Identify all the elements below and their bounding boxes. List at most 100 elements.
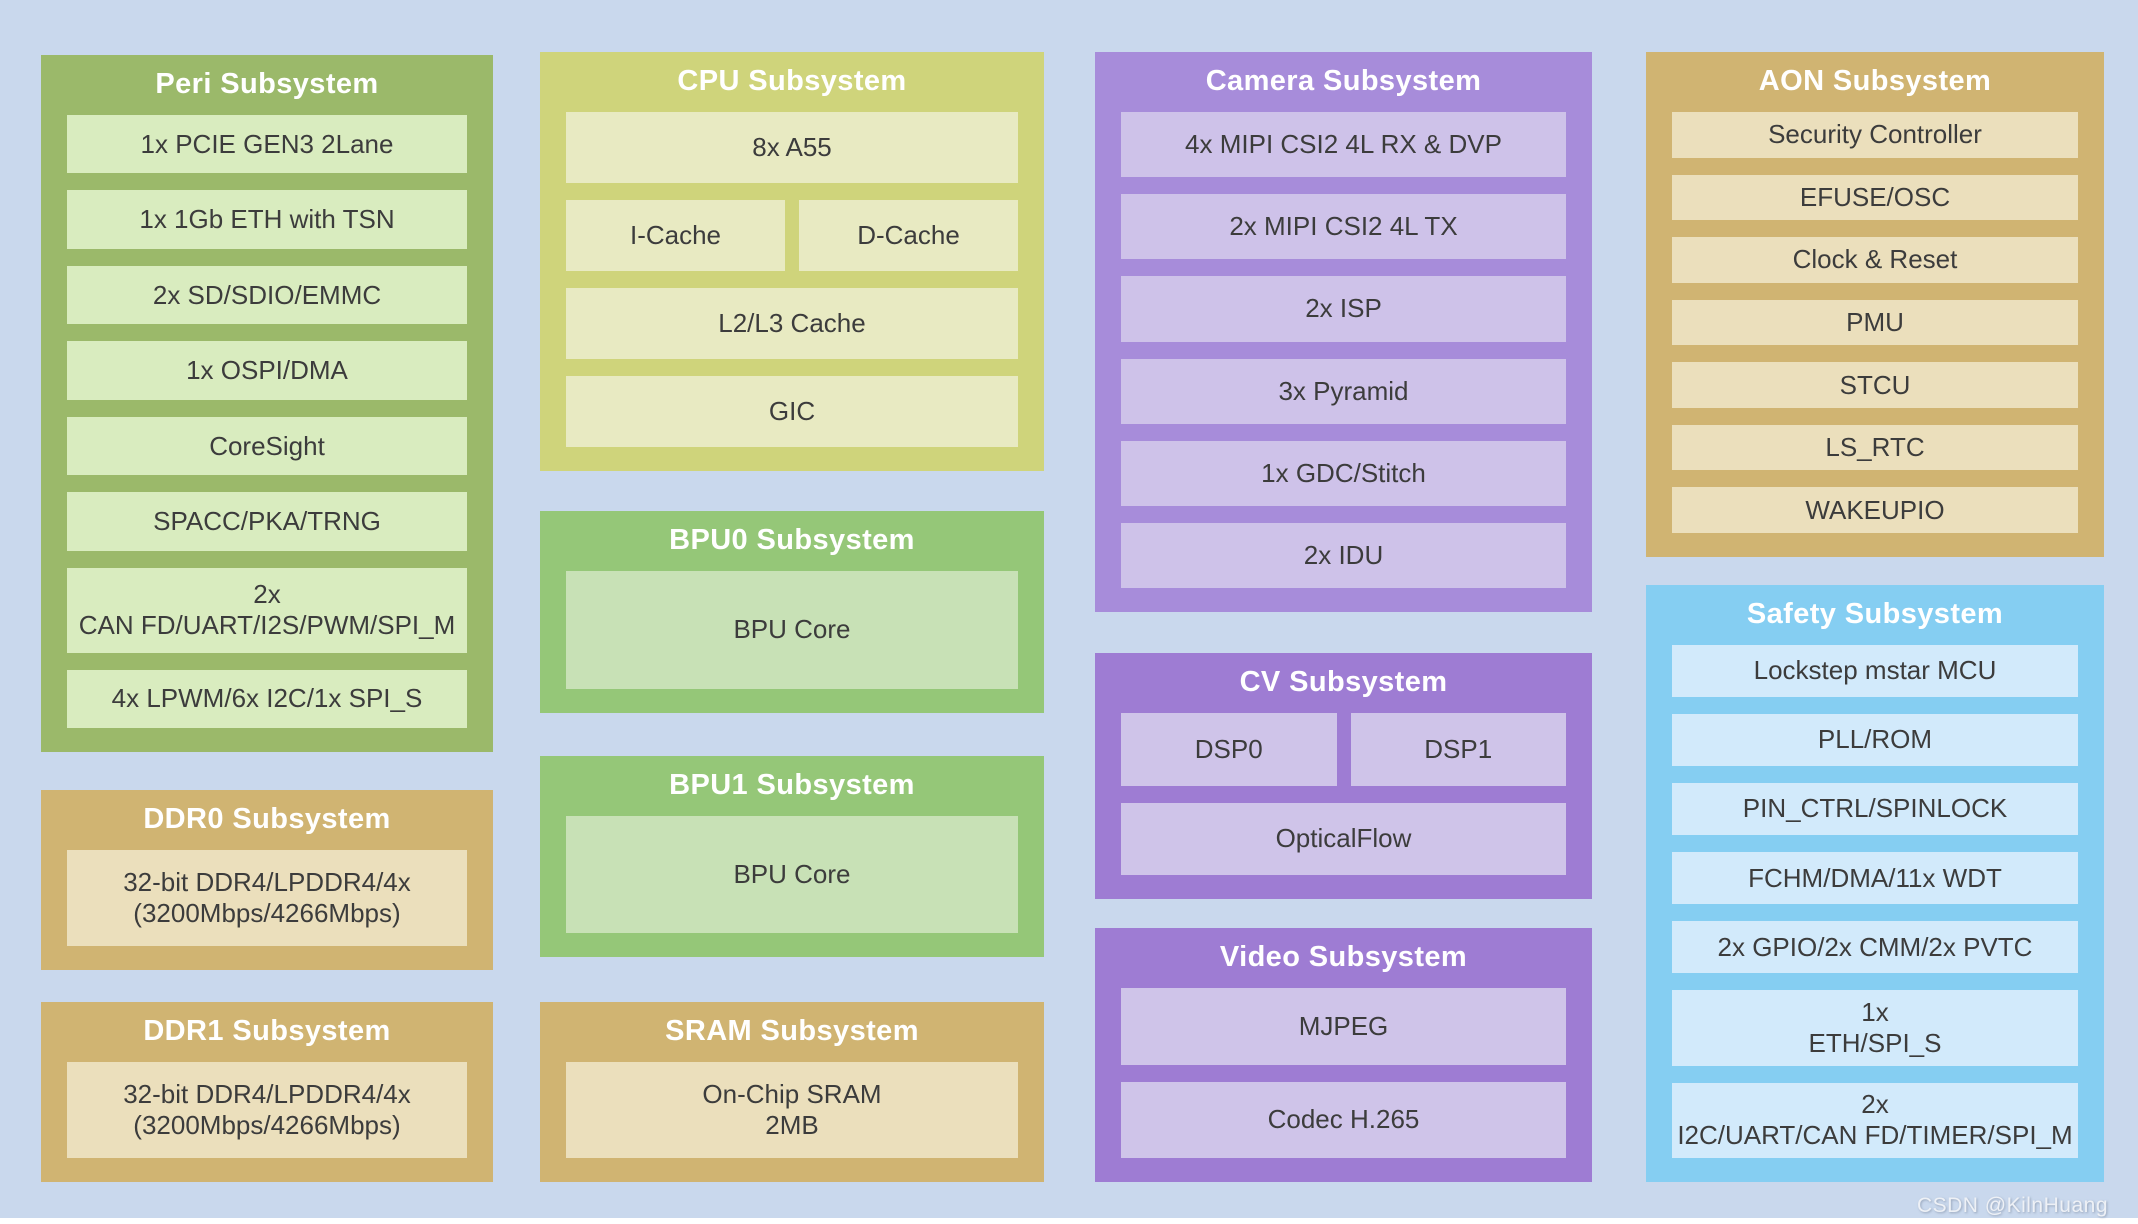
- subsystem-title: CV Subsystem: [1239, 665, 1448, 698]
- subsystem-title: DDR0 Subsystem: [143, 802, 391, 835]
- subsystem-cell: BPU Core: [566, 816, 1018, 933]
- subsystem-row: Codec H.265: [1121, 1081, 1566, 1158]
- subsystem-row: 3x Pyramid: [1121, 358, 1566, 424]
- subsystem-cell: 2x IDU: [1121, 522, 1566, 589]
- subsystem-row: FCHM/DMA/11x WDT: [1672, 852, 2078, 905]
- subsystem-row: PMU: [1672, 299, 2078, 346]
- subsystem-title: SRAM Subsystem: [665, 1014, 919, 1047]
- subsystem-rows: 32-bit DDR4/LPDDR4/4x (3200Mbps/4266Mbps…: [41, 848, 493, 970]
- subsystem-cell: DSP0: [1121, 713, 1337, 786]
- subsystem-title: BPU0 Subsystem: [669, 523, 915, 556]
- subsystem-row: 4x LPWM/6x I2C/1x SPI_S: [67, 669, 467, 729]
- subsystem-row: Security Controller: [1672, 112, 2078, 158]
- subsystem-row: 4x MIPI CSI2 4L RX & DVP: [1121, 112, 1566, 178]
- subsystem-cell: On-Chip SRAM 2MB: [566, 1062, 1018, 1158]
- subsystem-cell: SPACC/PKA/TRNG: [67, 492, 467, 551]
- subsystem-cell: Security Controller: [1672, 112, 2078, 158]
- subsystem-cell: 2x CAN FD/UART/I2S/PWM/SPI_M: [67, 567, 467, 653]
- subsystem-cell: MJPEG: [1121, 988, 1566, 1065]
- subsystem-cell: 2x GPIO/2x CMM/2x PVTC: [1672, 921, 2078, 974]
- subsystem-row: WAKEUPIO: [1672, 487, 2078, 534]
- subsystem-row: 1x GDC/Stitch: [1121, 440, 1566, 506]
- subsystem-rows: On-Chip SRAM 2MB: [540, 1060, 1044, 1182]
- subsystem-row: Clock & Reset: [1672, 237, 2078, 283]
- subsystem-row: PIN_CTRL/SPINLOCK: [1672, 783, 2078, 836]
- subsystem-row: 2x ISP: [1121, 276, 1566, 342]
- subsystem-row: 2x GPIO/2x CMM/2x PVTC: [1672, 921, 2078, 974]
- subsystem-cell: PMU: [1672, 299, 2078, 346]
- subsystem-row: 1x 1Gb ETH with TSN: [67, 190, 467, 249]
- subsystem-rows: 32-bit DDR4/LPDDR4/4x (3200Mbps/4266Mbps…: [41, 1060, 493, 1182]
- subsystem-cell: DSP1: [1350, 713, 1566, 786]
- subsystem-cell: L2/L3 Cache: [566, 288, 1018, 359]
- subsystem-row: 2x SD/SDIO/EMMC: [67, 265, 467, 325]
- subsystem-title: DDR1 Subsystem: [143, 1014, 391, 1047]
- subsystem-row: On-Chip SRAM 2MB: [566, 1062, 1018, 1158]
- subsystem-rows: 4x MIPI CSI2 4L RX & DVP 2x MIPI CSI2 4L …: [1095, 110, 1592, 612]
- subsystem-cell: I-Cache: [566, 200, 785, 271]
- subsystem-rows: BPU Core: [540, 814, 1044, 957]
- subsystem-row: 2x I2C/UART/CAN FD/TIMER/SPI_M: [1672, 1082, 2078, 1159]
- subsystem-cell: 3x Pyramid: [1121, 358, 1566, 424]
- subsystem-row: 32-bit DDR4/LPDDR4/4x (3200Mbps/4266Mbps…: [67, 1062, 467, 1158]
- subsystem-title: Video Subsystem: [1219, 940, 1468, 973]
- subsystem-cell: WAKEUPIO: [1672, 487, 2078, 534]
- subsystem-row: LS_RTC: [1672, 424, 2078, 471]
- subsystem-rows: MJPEG Codec H.265: [1095, 986, 1592, 1182]
- subsystem-block-ddr0: DDR0 Subsystem 32-bit DDR4/LPDDR4/4x (320…: [41, 790, 493, 970]
- subsystem-rows: Lockstep mstar MCU PLL/ROM PIN_CTRL/SPINLO…: [1646, 643, 2104, 1182]
- subsystem-cell: Clock & Reset: [1672, 237, 2078, 283]
- subsystem-row: STCU: [1672, 362, 2078, 408]
- subsystem-cell: D-Cache: [799, 200, 1018, 271]
- subsystem-row: 8x A55: [566, 112, 1018, 183]
- subsystem-row: 1x PCIE GEN3 2Lane: [67, 115, 467, 174]
- subsystem-title: Camera Subsystem: [1205, 64, 1482, 97]
- subsystem-row: SPACC/PKA/TRNG: [67, 492, 467, 551]
- subsystem-row: BPU Core: [566, 571, 1018, 689]
- subsystem-row: PLL/ROM: [1672, 714, 2078, 767]
- subsystem-cell: STCU: [1672, 362, 2078, 408]
- subsystem-cell: GIC: [566, 376, 1018, 447]
- subsystem-row: BPU Core: [566, 816, 1018, 933]
- subsystem-cell: EFUSE/OSC: [1672, 174, 2078, 221]
- subsystem-row: CoreSight: [67, 416, 467, 476]
- subsystem-rows: 1x PCIE GEN3 2Lane 1x 1Gb ETH with TSN 2x …: [41, 113, 493, 752]
- subsystem-cell: 2x MIPI CSI2 4L TX: [1121, 194, 1566, 260]
- subsystem-cell: Codec H.265: [1121, 1081, 1566, 1158]
- subsystem-row: 32-bit DDR4/LPDDR4/4x (3200Mbps/4266Mbps…: [67, 850, 467, 946]
- subsystem-row: 2x MIPI CSI2 4L TX: [1121, 194, 1566, 260]
- subsystem-cell: 1x GDC/Stitch: [1121, 440, 1566, 506]
- subsystem-row: GIC: [566, 376, 1018, 447]
- subsystem-cell: 2x I2C/UART/CAN FD/TIMER/SPI_M: [1672, 1082, 2078, 1159]
- watermark-text: CSDN @KilnHuang: [1916, 1194, 2108, 1217]
- subsystem-cell: 2x SD/SDIO/EMMC: [67, 265, 467, 325]
- subsystem-row: MJPEG: [1121, 988, 1566, 1065]
- subsystem-cell: 32-bit DDR4/LPDDR4/4x (3200Mbps/4266Mbps…: [67, 1062, 467, 1158]
- subsystem-cell: 1x 1Gb ETH with TSN: [67, 190, 467, 249]
- subsystem-row: 1x ETH/SPI_S: [1672, 990, 2078, 1066]
- subsystem-cell: 1x ETH/SPI_S: [1672, 990, 2078, 1066]
- subsystem-row: Lockstep mstar MCU: [1672, 645, 2078, 698]
- subsystem-row: 2x IDU: [1121, 522, 1566, 589]
- subsystem-block-ddr1: DDR1 Subsystem 32-bit DDR4/LPDDR4/4x (320…: [41, 1002, 493, 1182]
- subsystem-cell: 4x LPWM/6x I2C/1x SPI_S: [67, 669, 467, 729]
- subsystem-cell: Lockstep mstar MCU: [1672, 645, 2078, 698]
- subsystem-row: 2x CAN FD/UART/I2S/PWM/SPI_M: [67, 567, 467, 653]
- subsystem-row: L2/L3 Cache: [566, 288, 1018, 359]
- subsystem-cell: FCHM/DMA/11x WDT: [1672, 852, 2078, 905]
- subsystem-cell: 1x OSPI/DMA: [67, 341, 467, 400]
- subsystem-title: Safety Subsystem: [1746, 597, 2004, 630]
- subsystem-cell: BPU Core: [566, 571, 1018, 689]
